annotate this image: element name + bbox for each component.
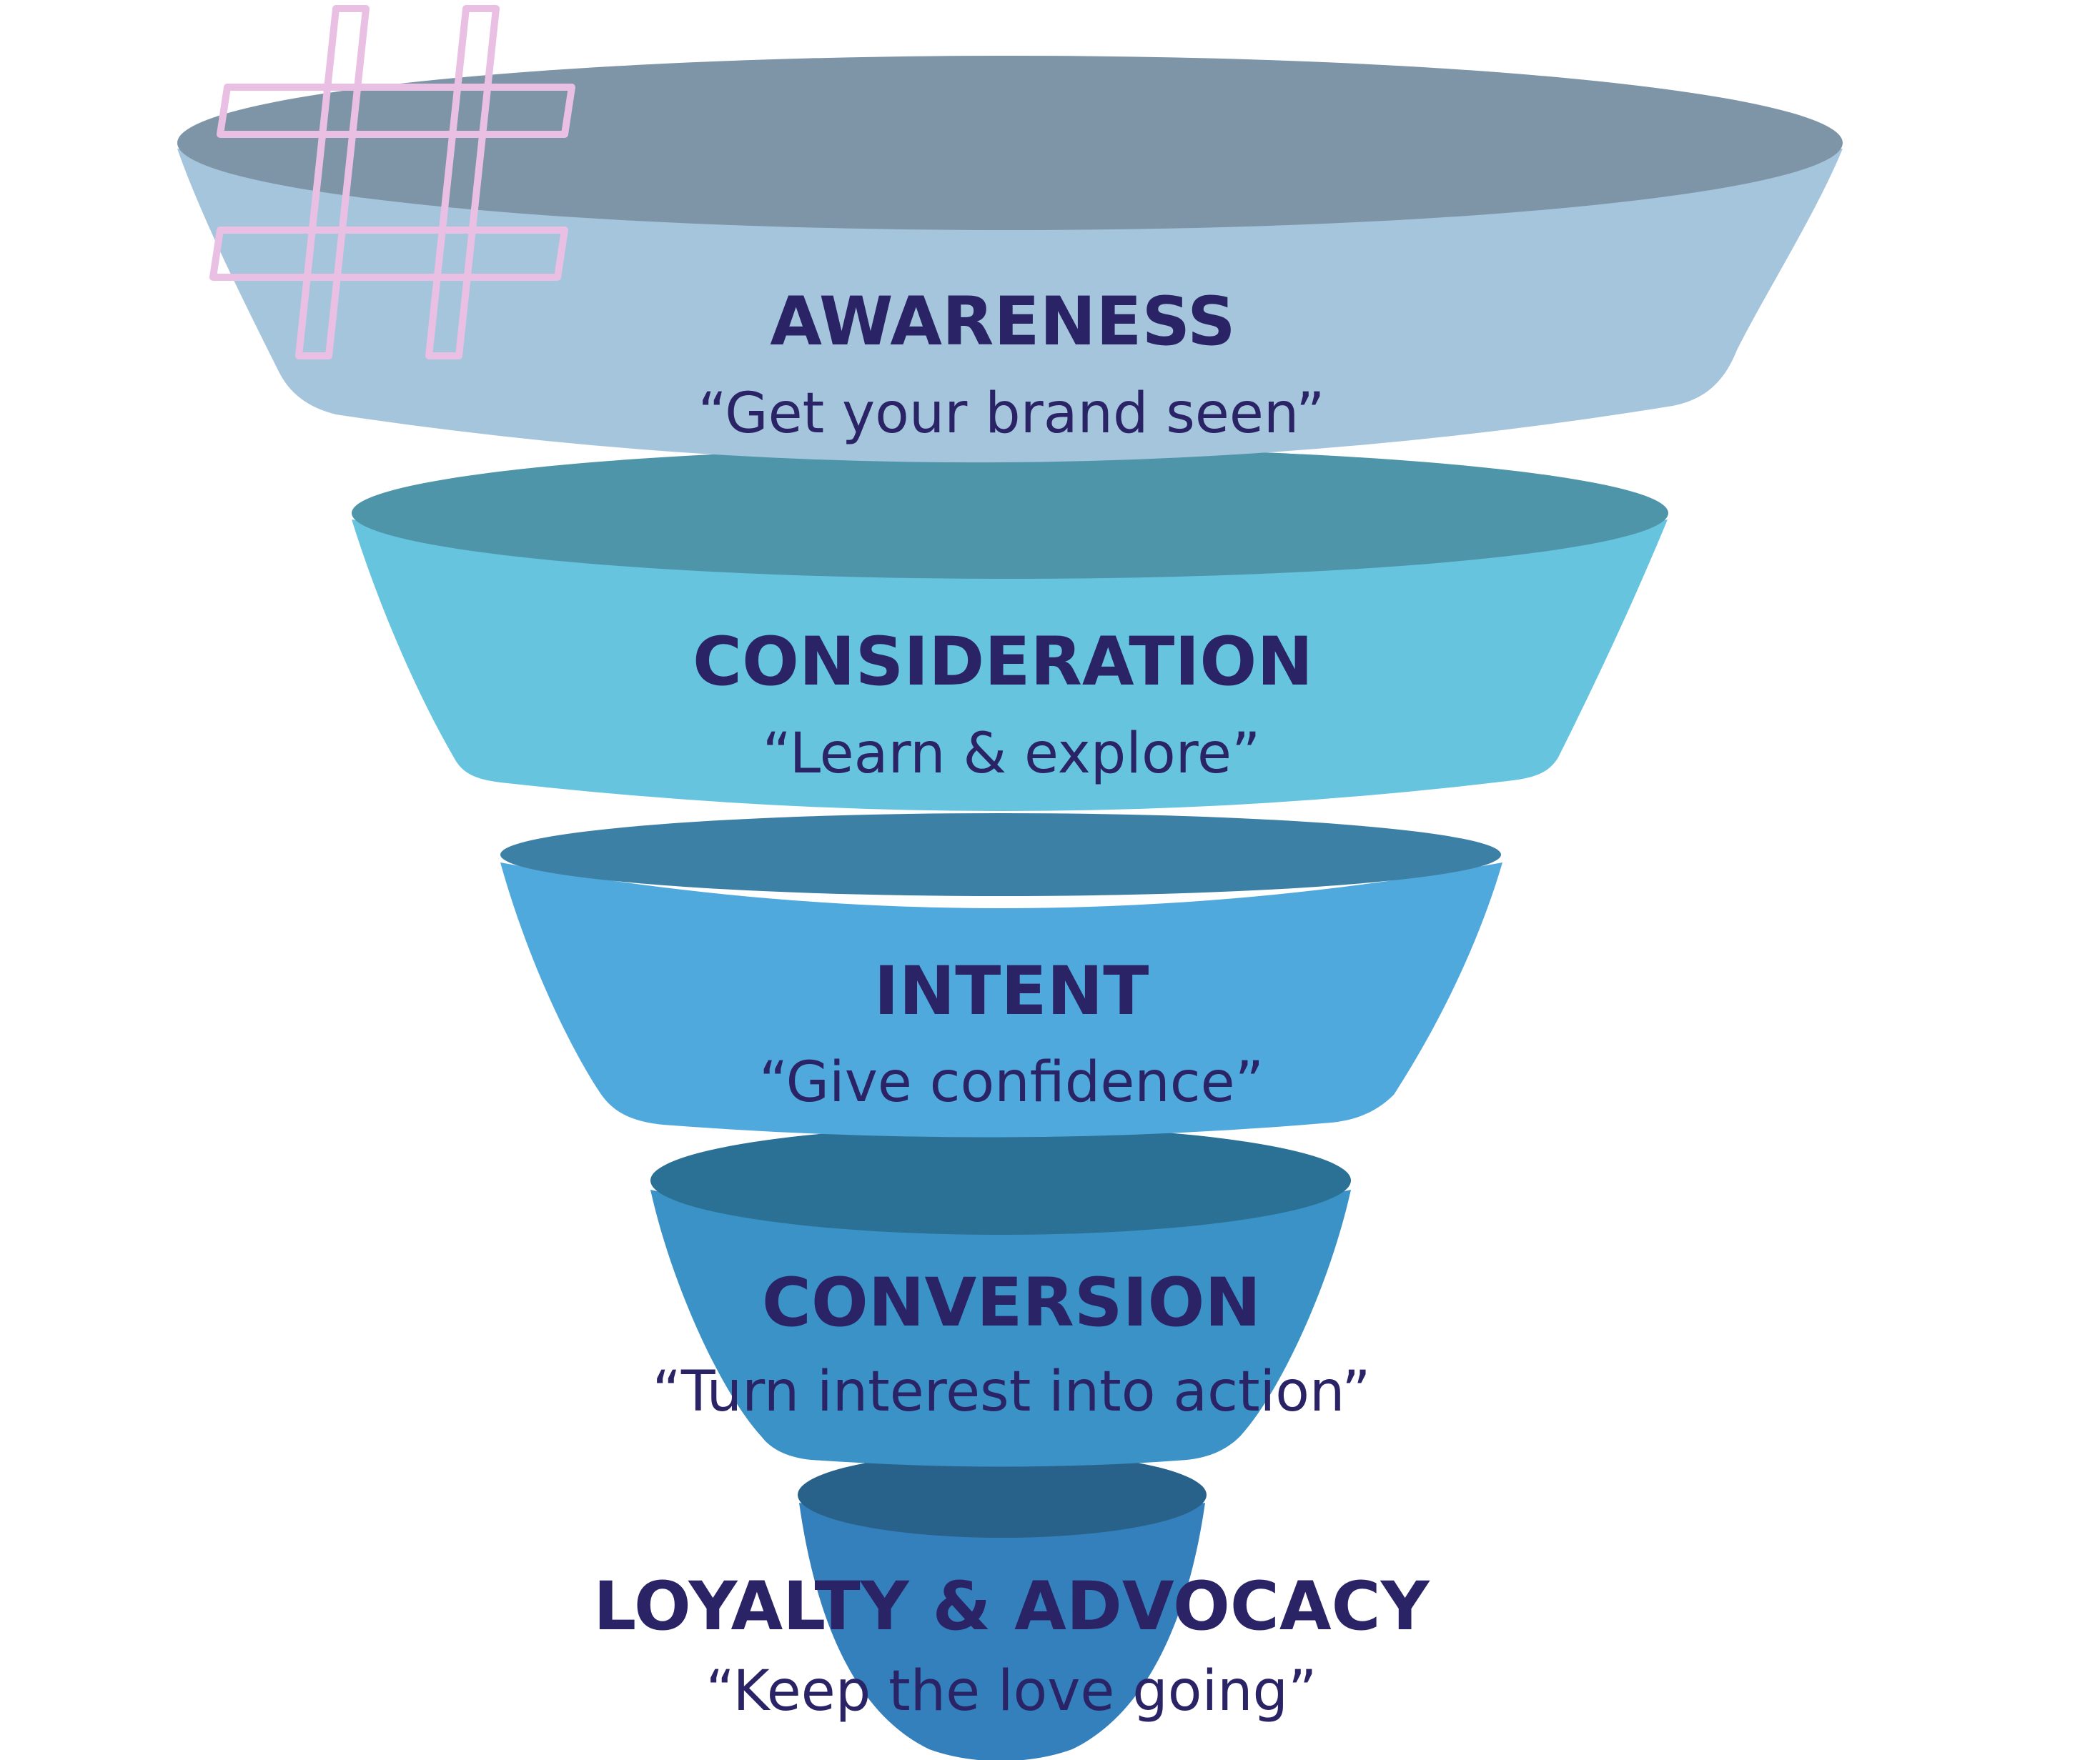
funnel-stage-intent: INTENT “Give confidence” <box>500 813 1502 1138</box>
stage-title-loyalty-advocacy: LOYALTY & ADVOCACY <box>593 1568 1430 1646</box>
stage-title-intent: INTENT <box>874 953 1149 1030</box>
stage-title-conversion: CONVERSION <box>762 1264 1261 1342</box>
funnel-stage-awareness: AWARENESS “Get your brand seen” <box>177 56 1843 463</box>
stage-body-conversion <box>650 1190 1351 1467</box>
stage-top-loyalty-advocacy <box>798 1452 1207 1538</box>
stage-body-consideration <box>352 519 1668 812</box>
stage-tagline-consideration: “Learn & explore” <box>763 722 1261 786</box>
stage-tagline-loyalty-advocacy: “Keep the love going” <box>706 1659 1317 1724</box>
stage-top-conversion <box>650 1126 1351 1235</box>
stage-tagline-intent: “Give confidence” <box>759 1050 1264 1115</box>
funnel-stage-loyalty-advocacy: LOYALTY & ADVOCACY “Keep the love going” <box>593 1452 1430 1760</box>
stage-tagline-awareness: “Get your brand seen” <box>698 382 1325 446</box>
stage-body-loyalty-advocacy <box>799 1503 1205 1760</box>
hashtag-icon <box>209 5 575 359</box>
stage-body-intent <box>500 862 1502 1138</box>
stage-title-consideration: CONSIDERATION <box>693 623 1313 701</box>
stage-top-awareness <box>177 56 1843 230</box>
funnel-stage-consideration: CONSIDERATION “Learn & explore” <box>352 447 1668 812</box>
stage-title-awareness: AWARENESS <box>770 283 1235 361</box>
funnel-stage-conversion: CONVERSION “Turn interest into action” <box>650 1126 1371 1467</box>
stage-tagline-conversion: “Turn interest into action” <box>652 1360 1370 1424</box>
stage-top-consideration <box>352 447 1668 579</box>
stage-top-intent <box>500 813 1501 896</box>
stage-body-awareness <box>177 149 1843 463</box>
